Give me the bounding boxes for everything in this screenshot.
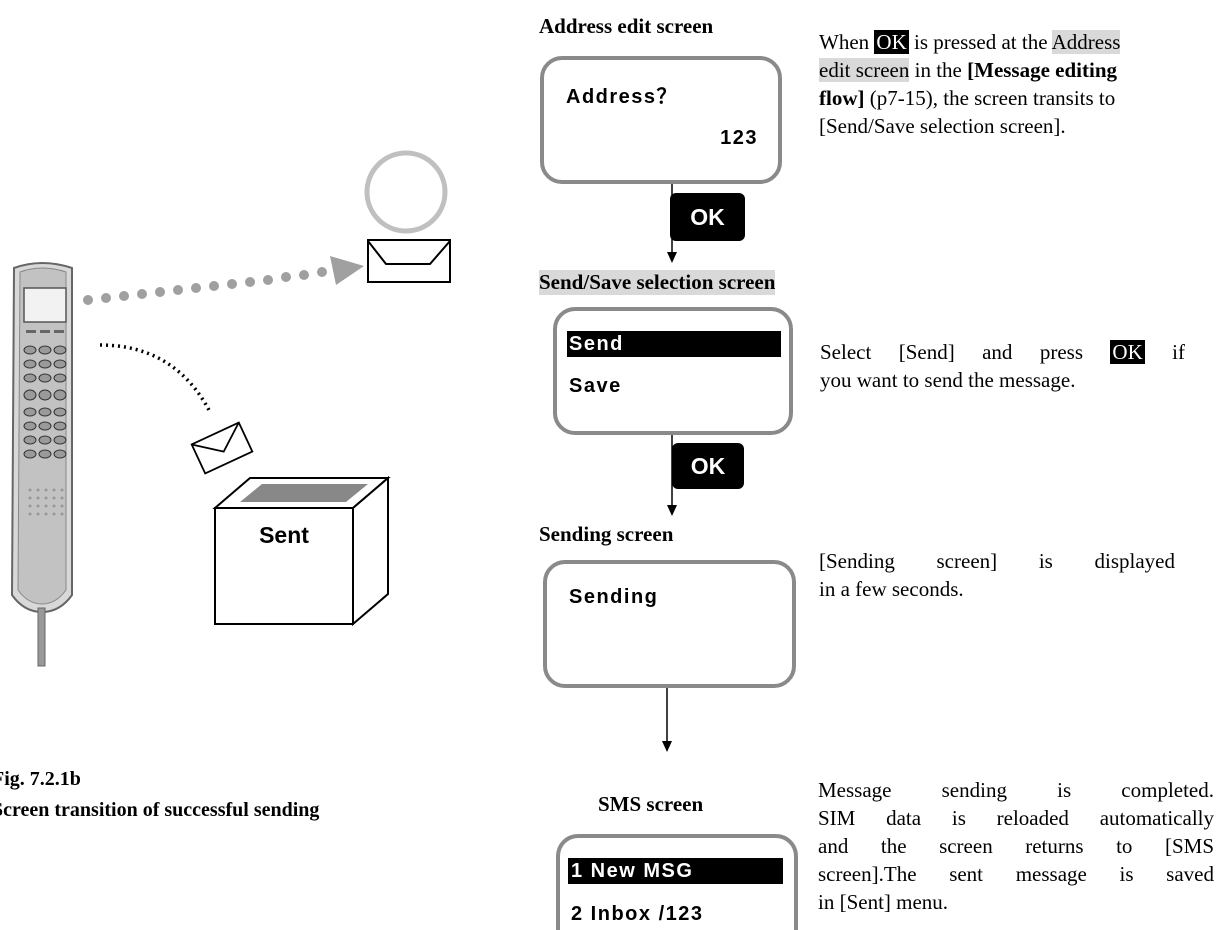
sending-screen-title: Sending screen [539, 522, 674, 546]
envelope-icon [367, 239, 451, 283]
address-prompt: Address？ [566, 86, 679, 108]
phone-handset-icon [10, 262, 73, 667]
sent-box-label: Sent [259, 522, 309, 548]
address-value: 123 [720, 127, 758, 149]
send-dotted-arrow [83, 256, 364, 305]
ok-button-1[interactable]: OK [670, 193, 745, 241]
desc-sending: [Sending screen] is displayed in a few s… [819, 549, 1175, 601]
ok-key-inline: OK [874, 30, 909, 54]
small-envelope-icon [190, 421, 254, 475]
save-dotted-curve [99, 343, 212, 413]
sms-lcd: 1 New MSG 2 Inbox /123 [556, 834, 798, 930]
desc-sendsave: Select [Send] and press OK if you want t… [820, 340, 1186, 392]
sendsave-lcd: Send Save [553, 307, 793, 435]
sms-menu-inbox[interactable]: 2 Inbox /123 [571, 903, 704, 925]
sending-lcd: Sending [543, 560, 796, 688]
sending-text: Sending [569, 586, 659, 608]
address-screen-title: Address edit screen [539, 14, 714, 38]
address-edit-lcd: Address？ 123 [540, 56, 782, 184]
sms-screen-title: SMS screen [598, 792, 704, 816]
ok-key-inline: OK [1110, 340, 1145, 364]
sendsave-screen-title: Send/Save selection screen [539, 270, 776, 295]
sent-box-icon [212, 475, 391, 627]
desc-address: When OK is pressed at the Address edit s… [819, 30, 1121, 138]
desc-sms: Message sending is completed. SIM data i… [818, 778, 1214, 914]
ok-button-2[interactable]: OK [672, 443, 744, 489]
success-circle-icon [364, 150, 448, 234]
sms-menu-new-msg[interactable]: 1 New MSG [568, 858, 783, 884]
send-option[interactable]: Send [567, 331, 781, 357]
save-option[interactable]: Save [569, 375, 622, 397]
figure-number: Fig. 7.2.1b [0, 768, 81, 790]
figure-caption: Screen transition of successful sending [0, 799, 320, 821]
illustration [10, 150, 451, 667]
